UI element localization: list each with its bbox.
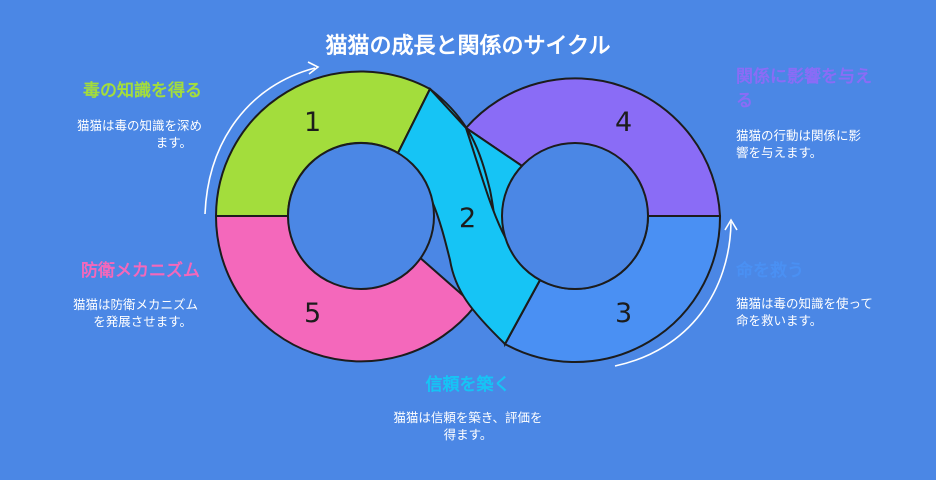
item-4-desc-line1: 猫猫の行動は関係に影 [736, 128, 862, 143]
segment-5-number: 5 [304, 298, 321, 329]
arrow-left-top-head [307, 61, 320, 75]
left-ring-hole [287, 142, 435, 290]
item-4-heading-line1: 関係に影響を与え [736, 67, 872, 87]
item-1-desc-line2: ます。 [155, 135, 192, 150]
segment-2-lower [396, 87, 542, 346]
item-3-desc-line2: 命を救います。 [736, 313, 823, 328]
arrow-right-bottom-head [724, 218, 738, 231]
segment-1-number: 1 [304, 107, 321, 138]
right-ring-hole [501, 142, 649, 290]
item-4-heading-line2: る [736, 91, 753, 111]
item-5-desc-line1: 猫猫は防衛メカニズム [72, 297, 198, 312]
segment-2-number: 2 [459, 203, 476, 234]
item-2-heading: 信頼を築く [425, 375, 511, 395]
segment-4-number: 4 [615, 107, 632, 138]
item-2-desc-line1: 猫猫は信頼を築き、評価を [393, 410, 543, 425]
item-1-desc-line1: 猫猫は毒の知識を深め [76, 118, 202, 133]
item-5-desc-line2: を発展させます。 [93, 314, 192, 329]
item-4-desc-line2: 響を与えます。 [736, 145, 823, 160]
item-3-desc-line1: 猫猫は毒の知識を使って [736, 296, 873, 311]
item-2-desc-line2: 得ます。 [443, 427, 493, 442]
item-3-heading: 命を救う [736, 261, 804, 281]
item-1-heading: 毒の知識を得る [83, 81, 202, 101]
segment-3-number: 3 [615, 298, 632, 329]
item-5-heading: 防衛メカニズム [81, 261, 200, 281]
arrow-left-top [204, 67, 316, 215]
arrow-right-bottom [614, 221, 732, 367]
diagram-title: 猫猫の成長と関係のサイクル [325, 34, 611, 59]
